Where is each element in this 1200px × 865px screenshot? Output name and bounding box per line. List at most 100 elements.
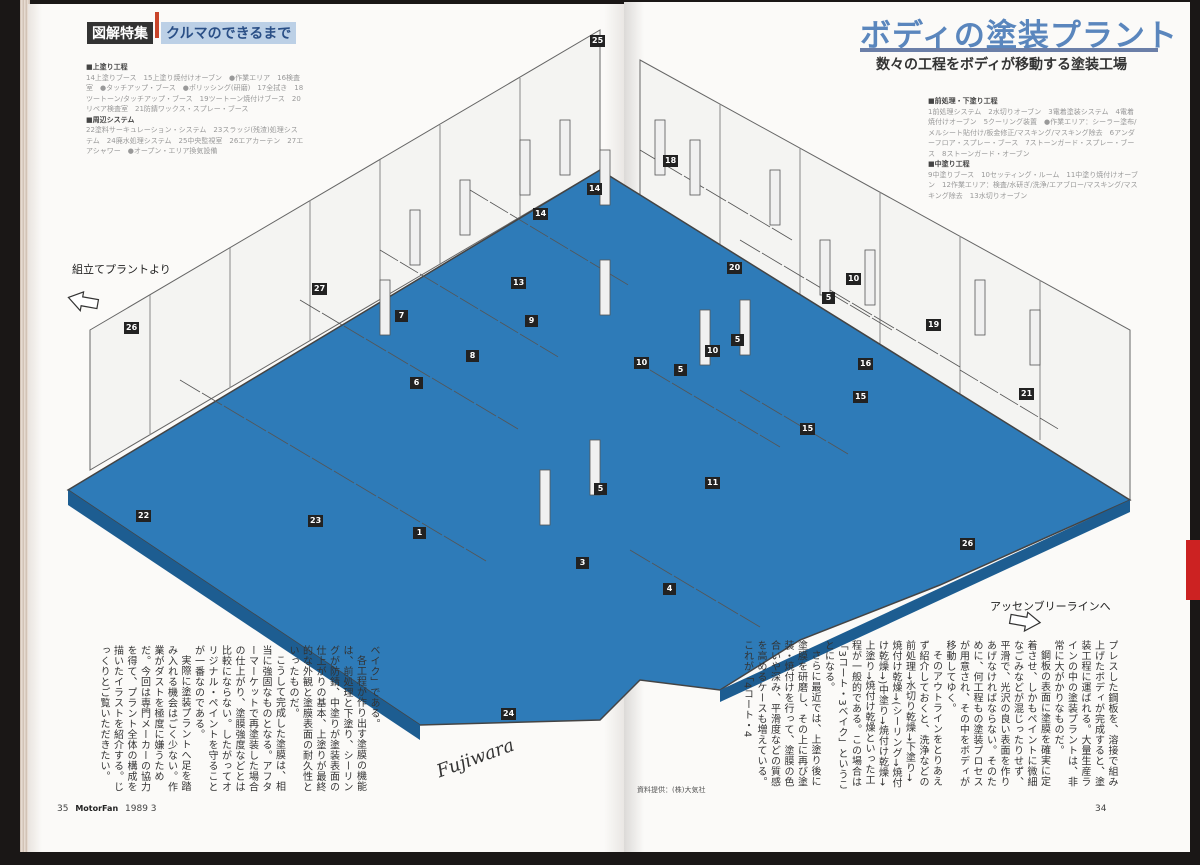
callout-number: 8 (466, 350, 479, 362)
booth-unit (465, 548, 487, 562)
smoke-stacks (379, 119, 1041, 526)
booth-unit (761, 252, 783, 266)
booth-unit (245, 418, 267, 432)
booth-unit (717, 601, 739, 615)
booth-unit (355, 483, 377, 497)
legend-text: 1前処理システム 2水切りオーブン 3電着塗装システム 4電着焼付けオーブン 5… (928, 107, 1137, 158)
booth-unit (179, 379, 201, 393)
booth-unit (387, 351, 409, 365)
callout-number: 23 (308, 515, 324, 527)
arrow-in-icon (67, 291, 100, 312)
booth-unit (999, 393, 1019, 406)
legend-left: ■上塗り工程 14上塗りブース 15上塗り焼付けオーブン ●作業エリア 16検査… (86, 62, 304, 157)
booth-unit (661, 162, 683, 176)
callout-number: 14 (587, 183, 603, 195)
booth-unit (1019, 405, 1039, 418)
callout-number: 1 (413, 527, 426, 539)
booth-unit (377, 496, 399, 510)
paragraph: ベイク」である。 (368, 645, 379, 729)
callout-number: 13 (511, 277, 527, 289)
exhaust-stack (519, 139, 531, 196)
floor-front-edge (68, 490, 420, 740)
booth-unit (671, 382, 693, 396)
callout-number: 20 (727, 262, 743, 274)
legend-heading: ■前処理・下塗り工程 (928, 97, 998, 105)
booth-unit (917, 341, 939, 355)
booth-unit (761, 402, 783, 416)
callout-number: 7 (395, 310, 408, 322)
booth-unit (311, 457, 333, 471)
booth-unit (379, 249, 399, 262)
page-edges (20, 0, 30, 852)
booth-unit (651, 562, 673, 576)
booth-unit (979, 381, 999, 394)
callout-number: 14 (533, 208, 549, 220)
callout-number: 26 (124, 322, 140, 334)
booth-unit (783, 265, 805, 279)
paragraph: 鋼板の表面に塗膜を確実に定着させ、しかもペイントに微細なごみなどが混じったりせず… (944, 640, 1050, 787)
paragraph: プレスした鋼板を、溶接で組み上げたボディが完成すると、塗装工程に運ばれる。大量生… (1052, 640, 1117, 787)
booth-unit (1039, 417, 1059, 430)
exhaust-stack (559, 119, 571, 176)
paragraph: こうして完成した塗膜は、相当に強固なものとなる。アフターマーケットで再塗装した場… (192, 645, 285, 792)
booth-unit (409, 364, 431, 378)
booth-unit (737, 421, 759, 435)
booth-unit (829, 289, 851, 303)
booth-unit (421, 522, 443, 536)
booth-unit (443, 535, 465, 549)
callout-number: 26 (960, 538, 976, 550)
callout-number: 27 (312, 283, 328, 295)
callout-number: 5 (674, 364, 687, 376)
legend-text: 22塗料サーキュレーション・システム 23スラッジ(残渣)処理システム 24廃水… (86, 126, 304, 155)
booth-unit (497, 416, 519, 430)
magazine-name: MotorFan (75, 804, 119, 813)
exhaust-stack (689, 139, 701, 196)
booth-unit (739, 614, 761, 628)
page-number: 34 (1095, 804, 1107, 814)
booth-unit (695, 588, 717, 602)
body-text-right: プレスした鋼板を、溶接で組み上げたボディが完成すると、塗装工程に運ばれる。大量生… (742, 640, 1118, 792)
callout-number: 10 (634, 357, 650, 369)
booth-unit (439, 285, 459, 298)
exhaust-stack (459, 179, 471, 236)
callout-number: 9 (525, 315, 538, 327)
page-subtitle: 数々の工程をボディが移動する塗装工場 (876, 57, 1128, 73)
exhaust-stack (819, 239, 831, 296)
booth-unit (201, 392, 223, 406)
booth-unit (693, 395, 715, 409)
exhaust-stack (1029, 309, 1041, 366)
booth-unit (475, 403, 497, 417)
legend-heading: ■上塗り工程 (86, 63, 128, 71)
callout-number: 16 (858, 358, 874, 370)
callout-number: 21 (1019, 388, 1035, 400)
booth-unit (267, 431, 289, 445)
callout-number: 18 (663, 155, 679, 167)
folio-left: 35 MotorFan 1989 3 (57, 804, 157, 814)
callout-number: 5 (822, 292, 835, 304)
booth-unit (705, 188, 727, 202)
callout-number: 25 (590, 35, 606, 47)
exhaust-stack (699, 309, 711, 366)
callout-number: 15 (853, 391, 869, 403)
paragraph: 各工程が作り出す塗膜の機能は、前処理と下塗り、シーリングが防錆、中塗りが塗装表面… (287, 645, 366, 792)
exhaust-stack (409, 209, 421, 266)
arrow-out-icon (1008, 611, 1042, 633)
legend-heading: ■周辺システム (86, 115, 135, 124)
booth-unit (299, 299, 321, 313)
booth-unit (489, 201, 509, 214)
booth-unit (499, 321, 519, 334)
booth-unit (549, 237, 569, 250)
body-text-left: ベイク」である。 各工程が作り出す塗膜の機能は、前処理と下塗り、シーリングが防錆… (80, 645, 380, 795)
exhaust-stack (864, 249, 876, 306)
booth-unit (321, 312, 343, 326)
exhaust-stack (974, 279, 986, 336)
booth-unit (529, 225, 549, 238)
booth-unit (939, 354, 961, 368)
booth-unit (959, 369, 979, 382)
back-walls (89, 29, 1131, 501)
legend-heading: ■中塗り工程 (928, 160, 970, 168)
callout-number: 15 (800, 423, 816, 435)
callout-number: 10 (846, 273, 862, 285)
exhaust-stack (769, 169, 781, 226)
